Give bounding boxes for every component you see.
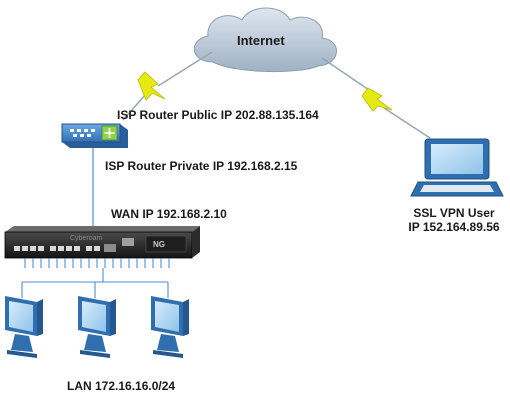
wan-ip-label: WAN IP 192.168.2.10 bbox=[111, 207, 227, 221]
internet-cloud-icon bbox=[193, 7, 337, 73]
firewall-appliance-icon: NG Cyberoam bbox=[4, 226, 200, 259]
isp-router-private-ip-label: ISP Router Private IP 192.168.2.15 bbox=[105, 159, 298, 173]
lan-monitor-icon bbox=[5, 296, 43, 358]
lan-monitor-icon bbox=[151, 296, 189, 358]
vpn-user-label: SSL VPN User IP 152.164.89.56 bbox=[402, 206, 506, 234]
lan-monitor-icon bbox=[78, 296, 116, 358]
vpn-user-ip: IP 152.164.89.56 bbox=[408, 220, 500, 234]
isp-router-public-ip-label: ISP Router Public IP 202.88.135.164 bbox=[117, 108, 319, 122]
laptop-icon bbox=[410, 138, 504, 197]
isp-router-icon bbox=[61, 123, 128, 148]
lightning-bolt-icon bbox=[122, 51, 213, 121]
svg-text:NG: NG bbox=[153, 240, 165, 249]
internet-label: Internet bbox=[237, 33, 285, 48]
firewall-brand-text: Cyberoam bbox=[70, 235, 102, 242]
lan-connection-lines bbox=[21, 258, 170, 298]
vpn-user-name: SSL VPN User bbox=[413, 206, 495, 220]
lan-label: LAN 172.16.16.0/24 bbox=[67, 379, 176, 393]
lightning-bolt-icon bbox=[321, 57, 431, 139]
